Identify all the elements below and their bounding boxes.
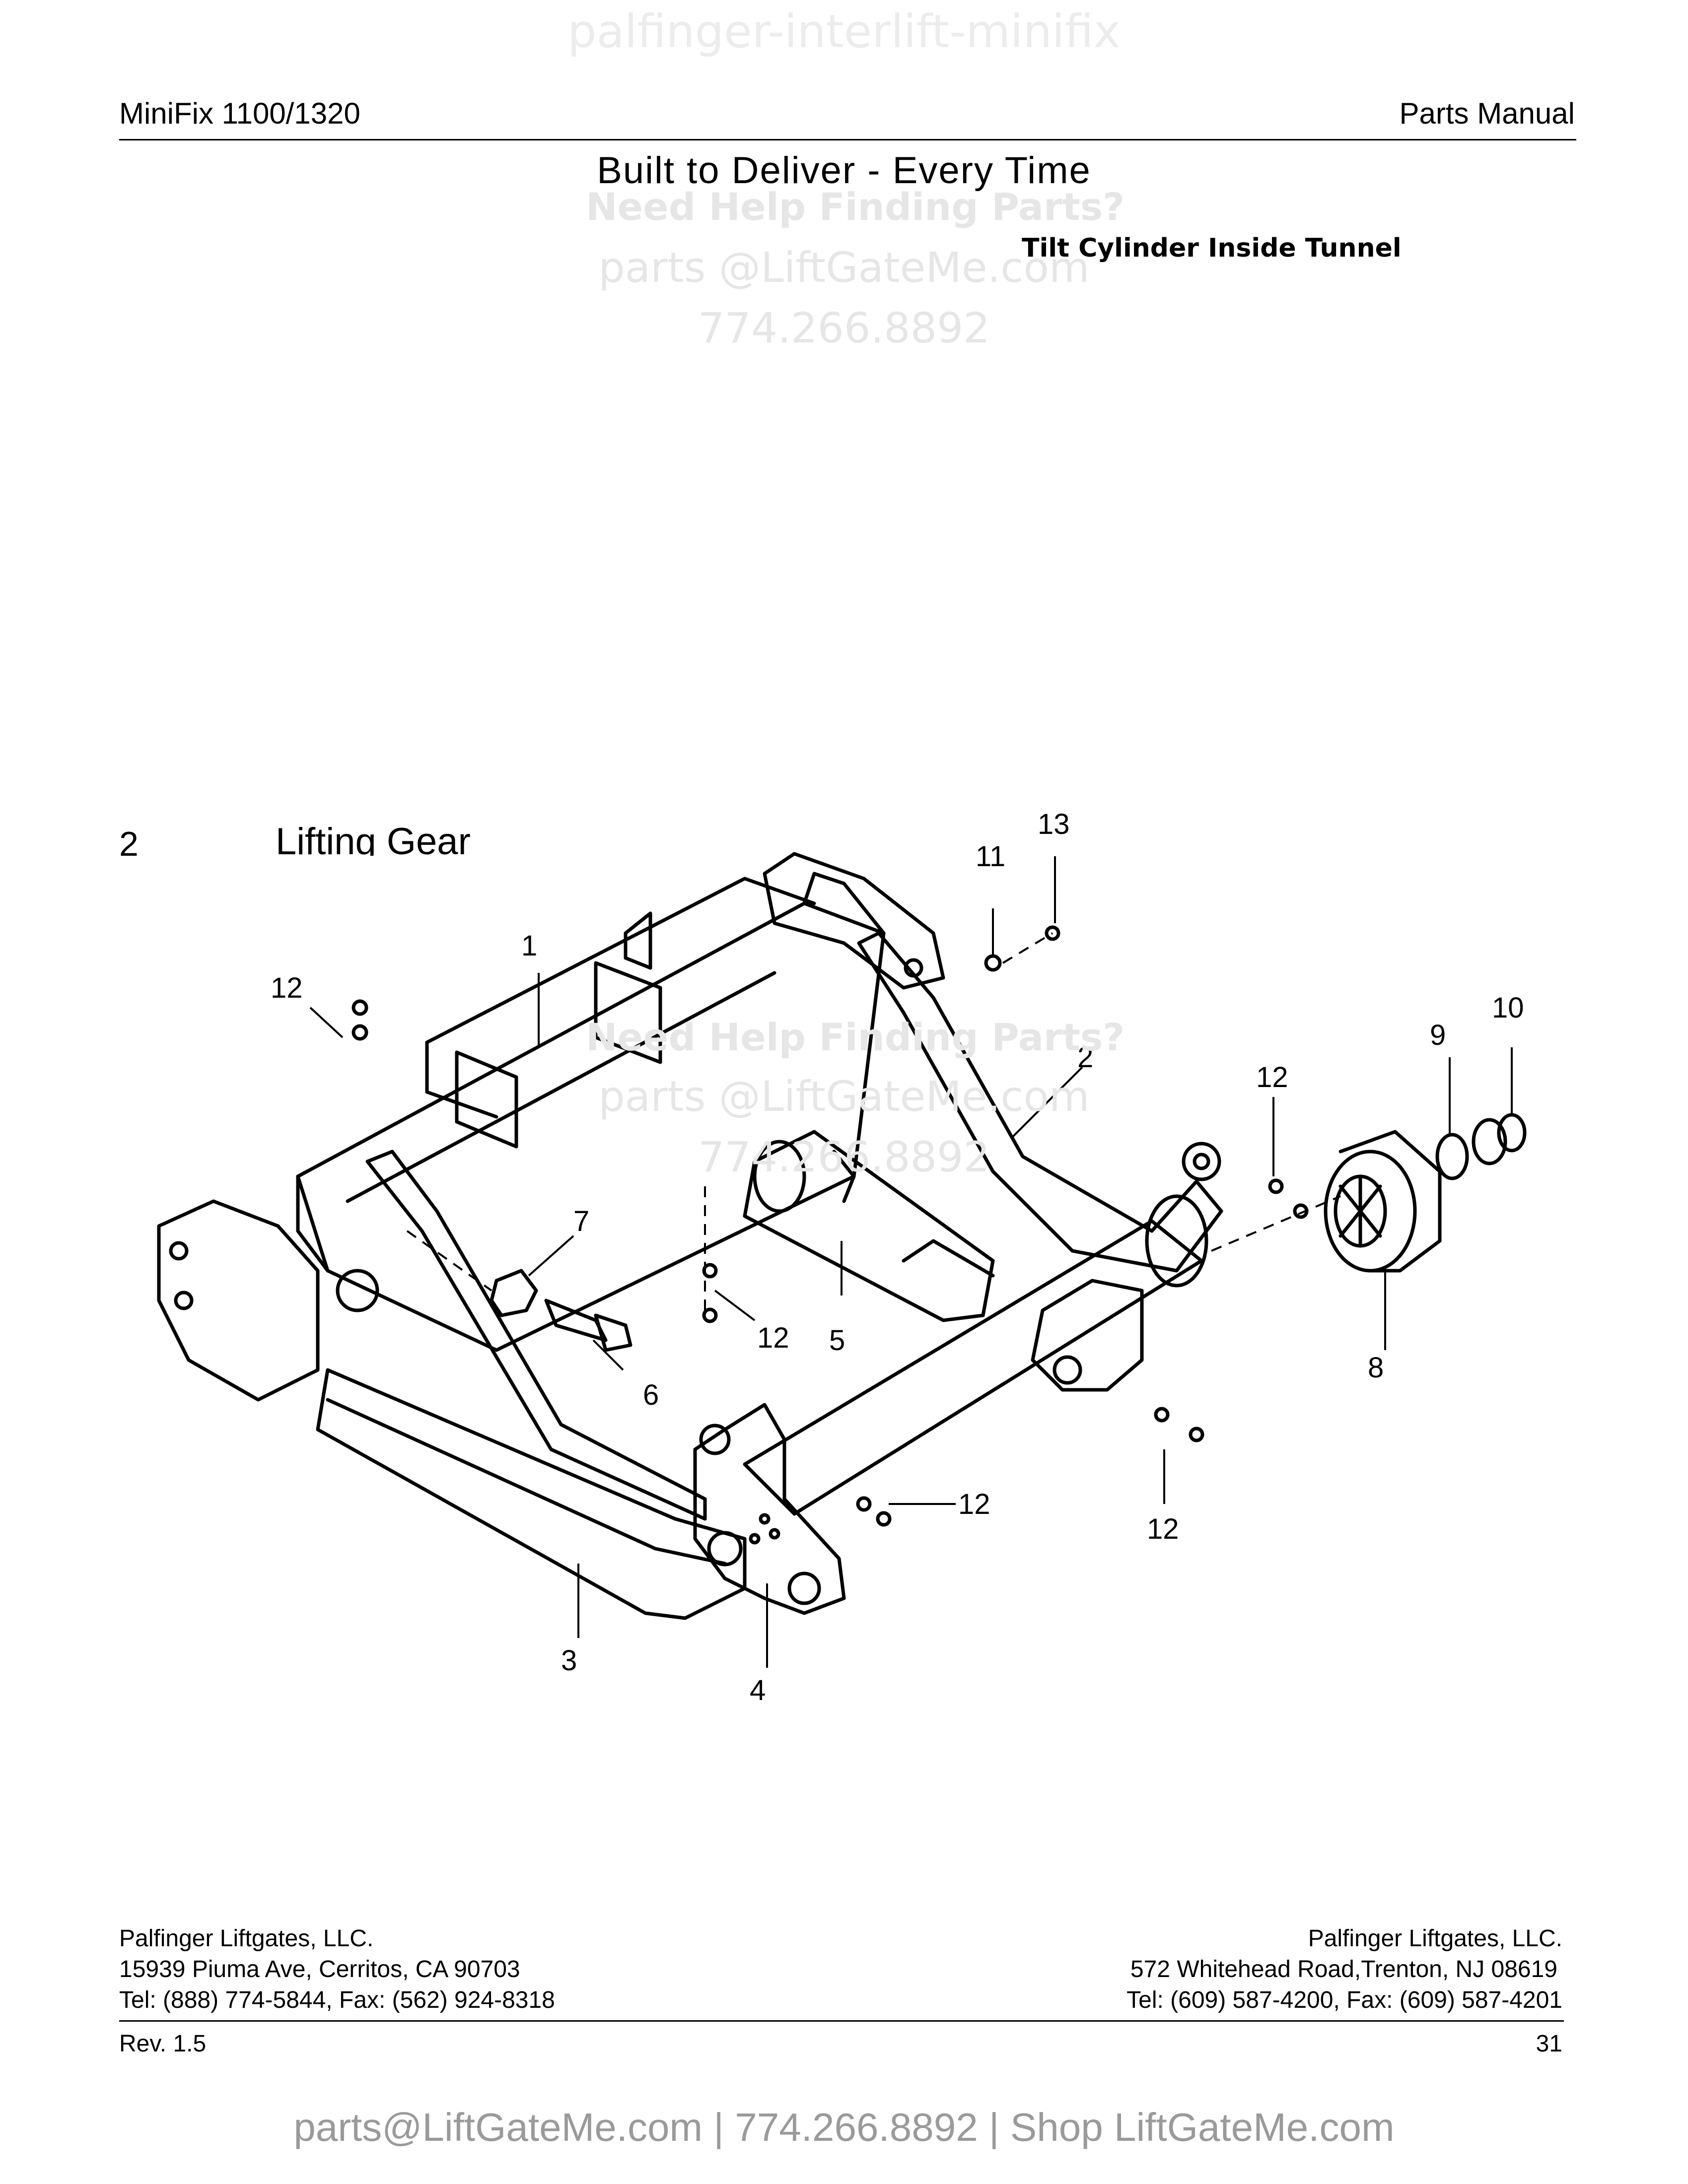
- upper-arm-right: [857, 931, 1223, 1273]
- watermark-phone: 774.266.8892: [698, 304, 990, 352]
- section-number: 2: [119, 824, 139, 863]
- frame-bracket-center: [594, 961, 662, 1064]
- side-plate-left: [157, 1199, 320, 1402]
- callout-7: 7: [573, 1205, 589, 1237]
- callout-2: 2: [1077, 1041, 1093, 1074]
- footer-left-phone: Tel: (888) 774-5844, Fax: (562) 924-8318: [119, 1987, 555, 2013]
- footer-rule: [119, 2020, 1564, 2022]
- footer-left-company: Palfinger Liftgates, LLC.: [119, 1925, 374, 1952]
- frame-bracket-right: [624, 911, 652, 970]
- callout-12-d: 12: [958, 1488, 990, 1520]
- cross-tube: [743, 1219, 1203, 1516]
- tilt-cylinder: [743, 1130, 995, 1322]
- section-title: Lifting Gear: [276, 820, 471, 856]
- tagline: Built to Deliver - Every Time: [597, 149, 1091, 192]
- callout-5: 5: [829, 1324, 845, 1357]
- callout-12-a: 12: [271, 972, 303, 1004]
- callout-13: 13: [1038, 808, 1070, 840]
- main-frame: [296, 901, 886, 1352]
- link-plate: [693, 1403, 846, 1615]
- watermark-need-help: Need Help Finding Parts?: [586, 185, 1125, 229]
- washer: [1435, 1133, 1469, 1180]
- callout-1: 1: [521, 930, 537, 962]
- callout-10: 10: [1492, 992, 1524, 1024]
- header-manual-title: Parts Manual: [1399, 97, 1575, 130]
- header-model: MiniFix 1100/1320: [119, 97, 360, 130]
- footer-right-company: Palfinger Liftgates, LLC.: [1308, 1925, 1562, 1952]
- footer-left-address: 15939 Piuma Ave, Cerritos, CA 90703: [119, 1956, 520, 1982]
- bolt: [544, 1298, 608, 1342]
- callout-12-c: 12: [757, 1322, 789, 1354]
- grease-fitting: [352, 999, 368, 1016]
- header-rule: [119, 139, 1576, 140]
- nut: [490, 1269, 538, 1317]
- callout-9: 9: [1430, 1019, 1446, 1051]
- frame-bracket-left: [455, 1050, 518, 1149]
- watermark-email: parts @LiftGateMe.com: [598, 243, 1090, 292]
- roller: [1324, 1150, 1417, 1273]
- upper-arm-left: [365, 1150, 707, 1521]
- callout-12-b: 12: [1256, 1061, 1288, 1093]
- footer-right-phone: Tel: (609) 587-4200, Fax: (609) 587-4201: [1126, 1987, 1562, 2013]
- callout-numbers: 1 2 3 4 5 6 7 8 9 10 11 13 12 12 12 12 1…: [271, 808, 1524, 1706]
- callout-12-e: 12: [1147, 1513, 1179, 1545]
- revision: Rev. 1.5: [119, 2031, 207, 2057]
- lower-arm: [316, 1368, 747, 1620]
- callout-3: 3: [561, 1644, 577, 1677]
- diagram-watermark-email: parts @LiftGateMe.com: [598, 1072, 1090, 1121]
- tilt-cylinder-note: Tilt Cylinder Inside Tunnel: [1022, 233, 1402, 263]
- callout-11: 11: [976, 840, 1005, 873]
- diagram-watermark-phone: 774.266.8892: [698, 1133, 990, 1181]
- diagram-watermark-need-help: Need Help Finding Parts?: [586, 1015, 1125, 1059]
- page-number: 31: [1536, 2031, 1562, 2057]
- callout-4: 4: [750, 1674, 766, 1706]
- callout-6: 6: [643, 1379, 659, 1411]
- side-plate-right: [763, 852, 945, 990]
- contact-line: parts@LiftGateMe.com | 774.266.8892 | Sh…: [293, 2105, 1395, 2149]
- callout-8: 8: [1368, 1352, 1384, 1384]
- top-watermark: palfinger-interlift-minifix: [567, 5, 1121, 58]
- footer-right-address: 572 Whitehead Road,Trenton, NJ 08619: [1130, 1956, 1557, 1982]
